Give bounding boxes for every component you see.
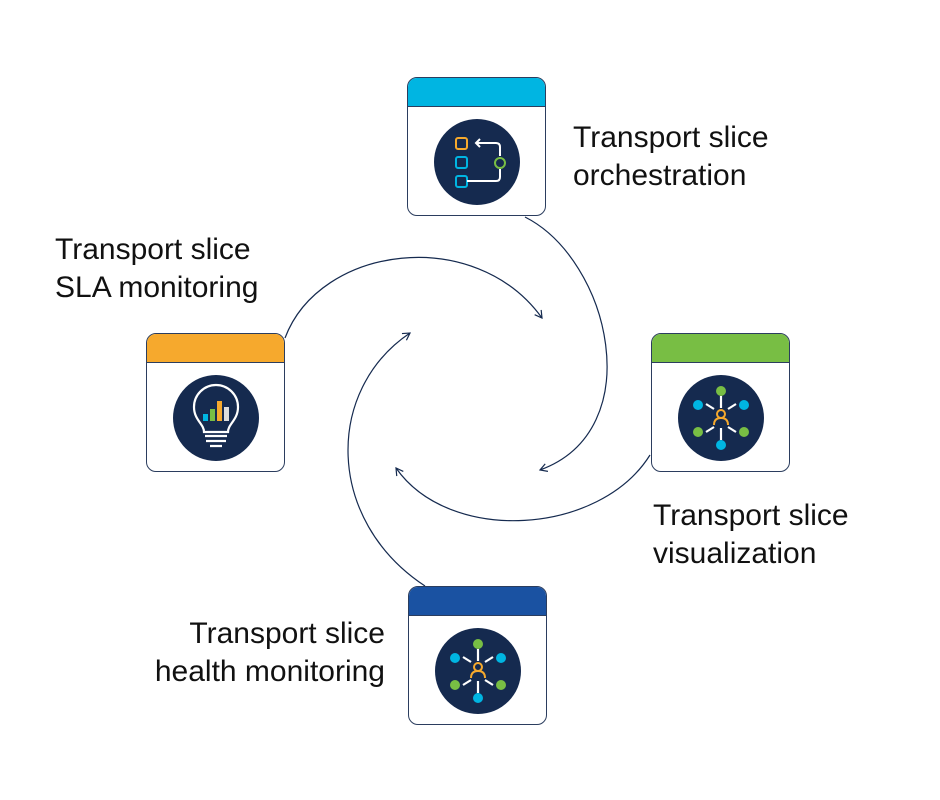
health-label: Transport slice health monitoring: [155, 615, 385, 691]
label-line: Transport slice: [189, 617, 385, 650]
label-line: Transport slice: [55, 233, 251, 266]
label-line: SLA monitoring: [55, 271, 259, 304]
card-header: [409, 587, 546, 616]
arrow-visualization-to-health: [395, 454, 651, 522]
arrow-orchestration-to-visualization: [524, 216, 608, 472]
arrow-health-to-sla: [347, 332, 426, 587]
lightbulb-chart-icon: [173, 375, 259, 461]
card-header: [652, 334, 789, 363]
label-line: orchestration: [573, 159, 747, 192]
network-hub-icon: [678, 375, 764, 461]
orchestration-label: Transport slice orchestration: [573, 119, 769, 195]
arrow-sla-to-orchestration: [284, 256, 543, 339]
network-hub-icon: [435, 628, 521, 714]
visualization-label: Transport slice visualization: [653, 497, 849, 573]
orchestration-card: [407, 77, 546, 216]
sla-card: [146, 333, 285, 472]
visualization-card: [651, 333, 790, 472]
card-header: [408, 78, 545, 107]
health-card: [408, 586, 547, 725]
label-line: Transport slice: [573, 121, 769, 154]
label-line: health monitoring: [154, 655, 385, 688]
card-header: [147, 334, 284, 363]
label-line: Transport slice: [653, 499, 849, 532]
workflow-icon: [434, 119, 520, 205]
label-line: visualization: [653, 537, 817, 570]
